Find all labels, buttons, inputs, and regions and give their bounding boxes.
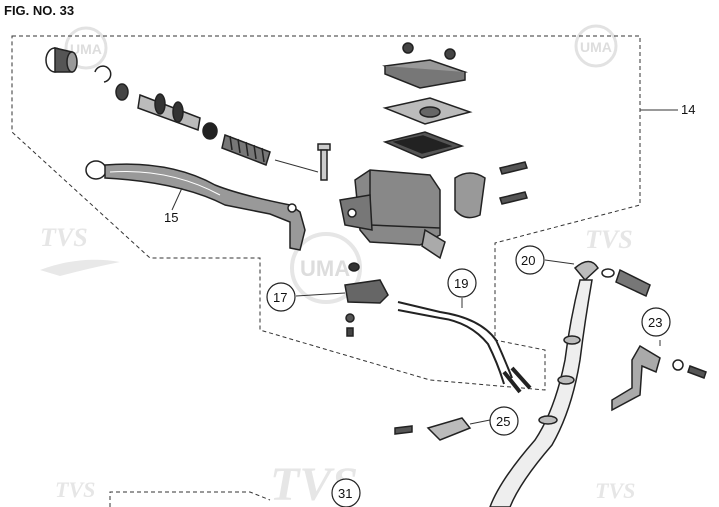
brake-switch: [344, 279, 389, 337]
callout-25: 25: [489, 406, 519, 436]
callout-20: 20: [515, 245, 545, 275]
wire-harness: [397, 301, 532, 394]
svg-text:17: 17: [273, 290, 287, 305]
master-cylinder: [339, 169, 446, 272]
lower-boundary: [109, 491, 271, 507]
watermark-uma: UMA: [300, 256, 350, 281]
piston-kit: [45, 47, 271, 166]
brake-lever: [85, 160, 306, 251]
callout-15: 15: [164, 210, 178, 225]
watermark-tvs: TVS: [55, 477, 95, 502]
callout-31: 31: [331, 478, 361, 507]
callout-19: 19: [447, 268, 477, 298]
svg-text:31: 31: [338, 486, 352, 501]
watermark-uma: UMA: [580, 39, 612, 55]
svg-text:20: 20: [521, 253, 535, 268]
figure-title: FIG. NO. 33: [4, 3, 75, 18]
svg-text:23: 23: [648, 315, 662, 330]
reservoir-cap: [382, 42, 473, 159]
leader-lines: [171, 109, 678, 425]
watermark-tvs: TVS: [40, 223, 88, 252]
callout-23: 23: [641, 307, 671, 337]
svg-text:19: 19: [454, 276, 468, 291]
callout-14: 14: [681, 102, 695, 117]
watermark-uma: UMA: [70, 41, 102, 57]
handlebar-clamp: [454, 161, 528, 219]
watermark-tvs: TVS: [595, 478, 635, 503]
callout-17: 17: [266, 282, 296, 312]
assembly-boundary: [11, 35, 641, 391]
watermark-tvs: TVS: [585, 225, 633, 254]
hose-clip: [394, 417, 472, 441]
pivot-bolt: [317, 143, 331, 181]
brake-hose: [489, 260, 651, 507]
hose-bracket: [611, 344, 707, 412]
svg-text:14: 14: [681, 102, 695, 117]
svg-text:25: 25: [496, 414, 510, 429]
svg-text:15: 15: [164, 210, 178, 225]
